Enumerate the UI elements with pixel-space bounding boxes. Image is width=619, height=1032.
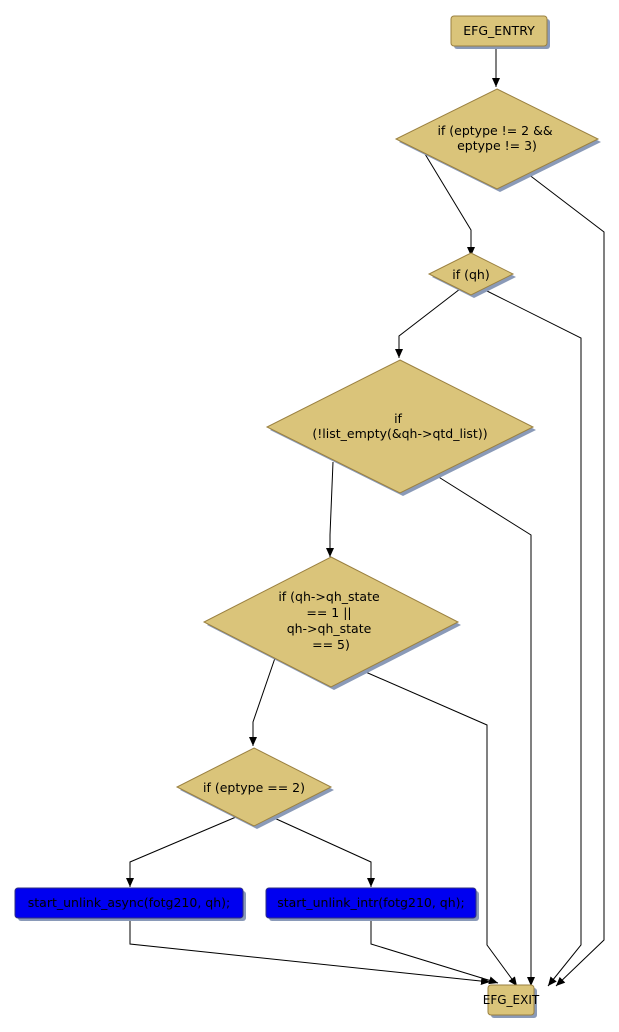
svg-text:EFG_ENTRY: EFG_ENTRY	[463, 23, 535, 38]
cond-qh-state-line-3: qh->qh_state	[287, 621, 372, 636]
svg-text:if (qh->qh_state == 1: if (qh->qh_state == 1 || qh->qh_state ==…	[278, 589, 383, 652]
entry-node: EFG_ENTRY	[450, 15, 548, 47]
svg-text:start_unlink_async(fotg210, qh: start_unlink_async(fotg210, qh);	[28, 895, 230, 910]
entry-label: EFG_ENTRY	[463, 23, 535, 38]
edge-list-true-to-state	[326, 461, 334, 557]
svg-text:start_unlink_intr(fotg210, qh): start_unlink_intr(fotg210, qh);	[277, 895, 465, 910]
action-start-unlink-intr-label: start_unlink_intr(fotg210, qh);	[277, 895, 465, 910]
svg-text:EFG_EXIT: EFG_EXIT	[483, 993, 540, 1007]
edge-list-false-to-exit	[436, 475, 535, 986]
svg-text:if (!list_empty(&qh->q: if (!list_empty(&qh->qtd_list))	[312, 411, 487, 441]
cond-qh: if (qh)	[427, 252, 515, 296]
svg-text:if (eptype == 2): if (eptype == 2)	[203, 780, 305, 795]
cond-qh-label: if (qh)	[452, 267, 489, 282]
cond-qh-state-line-1: if (qh->qh_state	[278, 589, 380, 604]
edge-cond1-false-to-exit	[527, 173, 605, 987]
edge-qh-false-to-exit	[484, 289, 582, 987]
cond-eptype-not-2-or-3: if (eptype != 2 && eptype != 3)	[394, 88, 600, 190]
exit-label: EFG_EXIT	[483, 993, 540, 1007]
cond-eptype-equals-2-label: if (eptype == 2)	[203, 780, 305, 795]
edge-state-true-to-eptype2	[249, 657, 276, 746]
cond-list-not-empty-line-1: if	[394, 411, 402, 426]
action-start-unlink-async: start_unlink_async(fotg210, qh);	[14, 887, 244, 919]
edge-eptype2-false-to-intr	[271, 816, 375, 887]
exit-node: EFG_EXIT	[483, 984, 540, 1016]
cond-list-not-empty: if (!list_empty(&qh->qtd_list))	[265, 359, 535, 494]
edge-cond1-true-to-qh	[424, 153, 475, 256]
action-start-unlink-intr: start_unlink_intr(fotg210, qh);	[265, 887, 477, 919]
edge-state-false-to-exit	[360, 669, 518, 987]
edge-eptype2-true-to-async	[126, 816, 237, 887]
edge-intr-to-exit	[370, 920, 499, 985]
cond-qh-state: if (qh->qh_state == 1 || qh->qh_state ==…	[202, 556, 460, 688]
cond-qh-state-line-2: == 1 ||	[306, 605, 351, 620]
svg-text:if (eptype != 2 && ept: if (eptype != 2 && eptype != 3)	[437, 123, 556, 153]
action-start-unlink-async-label: start_unlink_async(fotg210, qh);	[28, 895, 230, 910]
cond-eptype-not-2-or-3-line-1: if (eptype != 2 &&	[437, 123, 552, 138]
svg-text:if (qh): if (qh)	[452, 267, 489, 282]
cond-list-not-empty-line-2: (!list_empty(&qh->qtd_list))	[312, 426, 487, 441]
edge-async-to-exit	[129, 920, 491, 986]
cond-eptype-equals-2: if (eptype == 2)	[175, 747, 333, 827]
edge-qh-true-to-list	[395, 288, 461, 358]
cond-qh-state-line-4: == 5)	[312, 637, 350, 652]
cond-eptype-not-2-or-3-line-2: eptype != 3)	[457, 138, 537, 153]
